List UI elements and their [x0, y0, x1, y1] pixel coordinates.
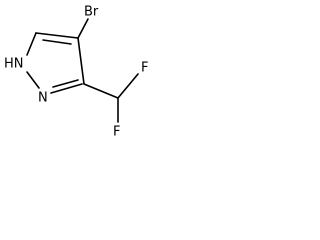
bond-c3-c4	[77, 37, 85, 85]
bond-n2-c3-double-inner	[52, 79, 79, 88]
atom-label-br: Br	[84, 5, 99, 20]
molecule-structure: Br HN N F F	[4, 5, 148, 140]
atom-label-f-bottom: F	[113, 125, 120, 140]
bond-n1-n2	[26, 71, 40, 89]
bond-n2-c3-double	[50, 83, 83, 94]
atom-label-nh: HN	[4, 57, 24, 72]
bond-cf2-f-top	[117, 73, 139, 99]
atom-label-f-top: F	[141, 61, 148, 76]
bond-c4-c5-double-inner	[42, 39, 72, 45]
bond-c3-cf2	[83, 83, 119, 99]
atom-label-n: N	[38, 91, 48, 106]
bond-c4-c5	[35, 32, 79, 39]
bond-c4-br	[77, 18, 89, 39]
bond-c5-n1	[26, 32, 37, 56]
